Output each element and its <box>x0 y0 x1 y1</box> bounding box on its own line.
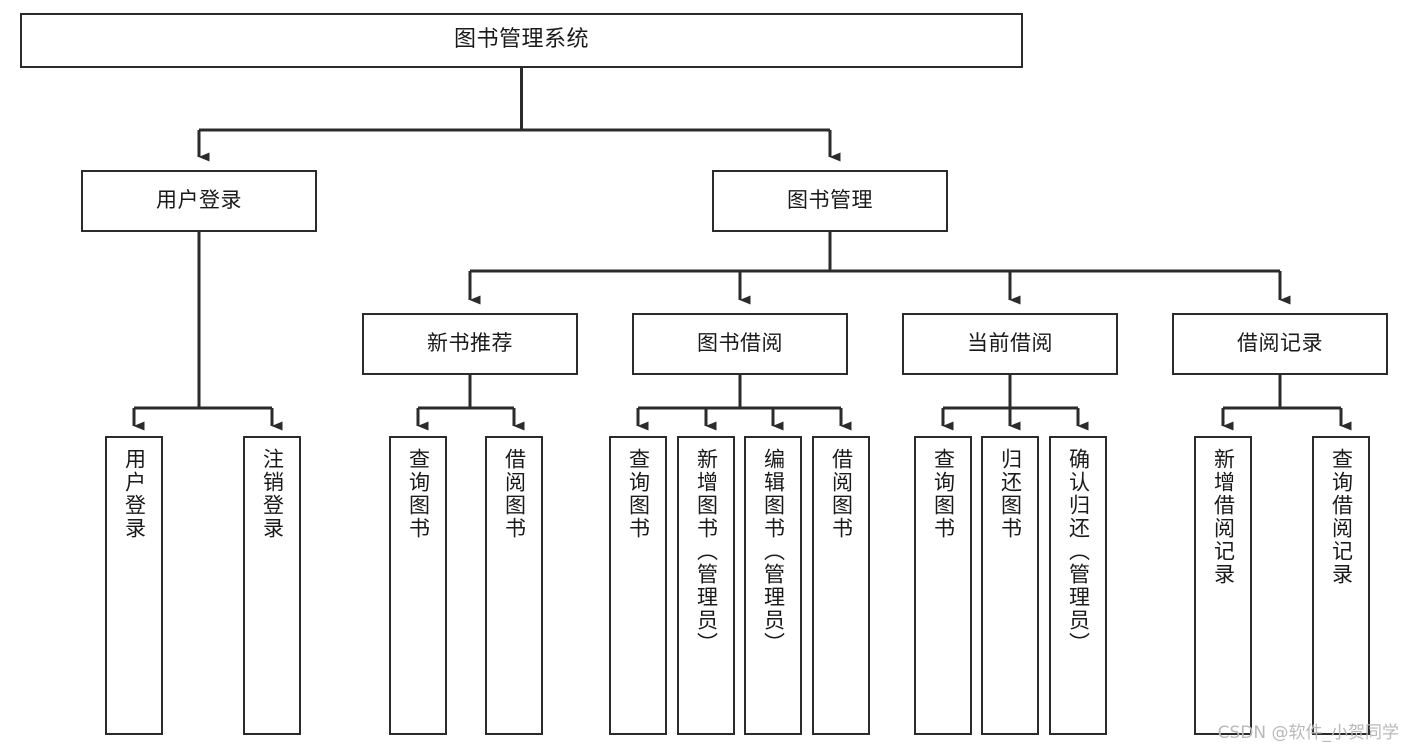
leaf-new-book-query[interactable]: 查询图书 <box>389 436 447 735</box>
node-user-login[interactable]: 用户登录 <box>81 170 317 232</box>
node-label: 确认归还（管理员） <box>1066 448 1091 655</box>
leaf-borrow-query-book[interactable]: 查询图书 <box>609 436 667 735</box>
node-new-book-recommend[interactable]: 新书推荐 <box>362 313 578 375</box>
node-label: 图书管理 <box>787 188 873 213</box>
leaf-borrow-borrow-book[interactable]: 借阅图书 <box>812 436 870 735</box>
node-label: 借阅记录 <box>1237 331 1323 356</box>
node-label: 借阅图书 <box>829 448 854 540</box>
node-label: 查询图书 <box>406 448 431 540</box>
node-label: 图书管理系统 <box>453 27 589 53</box>
node-current-borrow[interactable]: 当前借阅 <box>902 313 1118 375</box>
node-book-borrow[interactable]: 图书借阅 <box>632 313 848 375</box>
node-label: 归还图书 <box>998 448 1023 540</box>
node-book-management[interactable]: 图书管理 <box>712 170 948 232</box>
node-label: 查询图书 <box>931 448 956 540</box>
leaf-borrow-add-book-admin[interactable]: 新增图书（管理员） <box>677 436 735 735</box>
node-label: 查询图书 <box>626 448 651 540</box>
node-label: 图书借阅 <box>697 331 783 356</box>
leaf-new-book-borrow[interactable]: 借阅图书 <box>485 436 543 735</box>
node-label: 借阅图书 <box>502 448 527 540</box>
node-label: 用户登录 <box>122 448 147 540</box>
leaf-record-add-record[interactable]: 新增借阅记录 <box>1194 436 1252 735</box>
node-label: 新书推荐 <box>427 331 513 356</box>
leaf-borrow-edit-book-admin[interactable]: 编辑图书（管理员） <box>744 436 802 735</box>
csdn-watermark: CSDN @软件_小贺同学 <box>1217 723 1399 743</box>
node-label: 新增借阅记录 <box>1211 448 1236 586</box>
node-label: 查询借阅记录 <box>1329 448 1354 586</box>
node-borrow-record[interactable]: 借阅记录 <box>1172 313 1388 375</box>
leaf-record-query-record[interactable]: 查询借阅记录 <box>1312 436 1370 735</box>
node-label: 当前借阅 <box>967 331 1053 356</box>
node-label: 新增图书（管理员） <box>694 448 719 655</box>
node-label: 注销登录 <box>260 448 285 540</box>
leaf-current-query-book[interactable]: 查询图书 <box>914 436 972 735</box>
leaf-user-login-logout[interactable]: 注销登录 <box>243 436 301 735</box>
leaf-user-login-login[interactable]: 用户登录 <box>105 436 163 735</box>
leaf-current-confirm-return-admin[interactable]: 确认归还（管理员） <box>1049 436 1107 735</box>
leaf-current-return-book[interactable]: 归还图书 <box>981 436 1039 735</box>
node-label: 编辑图书（管理员） <box>761 448 786 655</box>
node-root-system[interactable]: 图书管理系统 <box>20 13 1023 68</box>
node-label: 用户登录 <box>156 188 242 213</box>
